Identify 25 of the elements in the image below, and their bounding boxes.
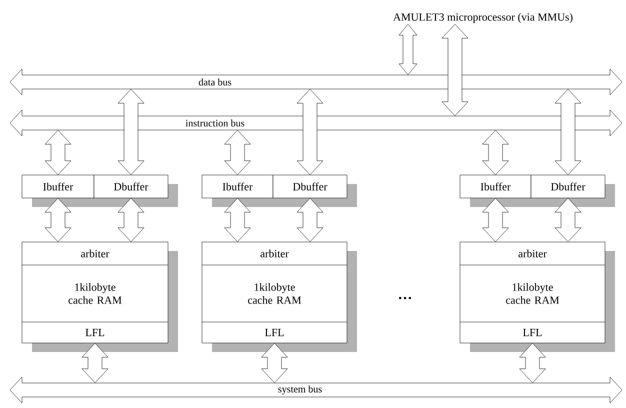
block-arrow — [482, 198, 509, 242]
block-arrow — [554, 198, 582, 242]
block-arrow — [442, 24, 468, 116]
block-arrow — [224, 198, 251, 242]
block-arrow — [296, 198, 324, 242]
block-arrow — [118, 198, 144, 242]
cache-block: arbiter 1kilobyte cache RAM LFL — [460, 242, 615, 352]
block-arrow — [44, 198, 72, 242]
block-arrow — [82, 343, 108, 383]
cache-block: arbiter 1kilobyte cache RAM LFL — [22, 242, 178, 352]
block-arrow — [554, 89, 582, 175]
block-arrow — [296, 89, 324, 175]
buffer-box: Dbuffer — [272, 174, 357, 207]
block-arrow — [261, 343, 288, 383]
cache-block: arbiter 1kilobyte cache RAM LFL — [202, 242, 357, 352]
buffer-box: Dbuffer — [94, 174, 178, 207]
buffer-box: Dbuffer — [530, 174, 615, 207]
block-arrow — [482, 130, 509, 175]
block-arrow — [224, 130, 251, 175]
processor-label: AMULET3 microprocessor (via MMUs) — [393, 13, 572, 23]
ellipsis: … — [399, 296, 412, 300]
block-arrow — [519, 343, 546, 383]
block-arrow — [398, 24, 418, 75]
block-arrow — [44, 130, 72, 175]
block-arrow — [118, 89, 144, 175]
